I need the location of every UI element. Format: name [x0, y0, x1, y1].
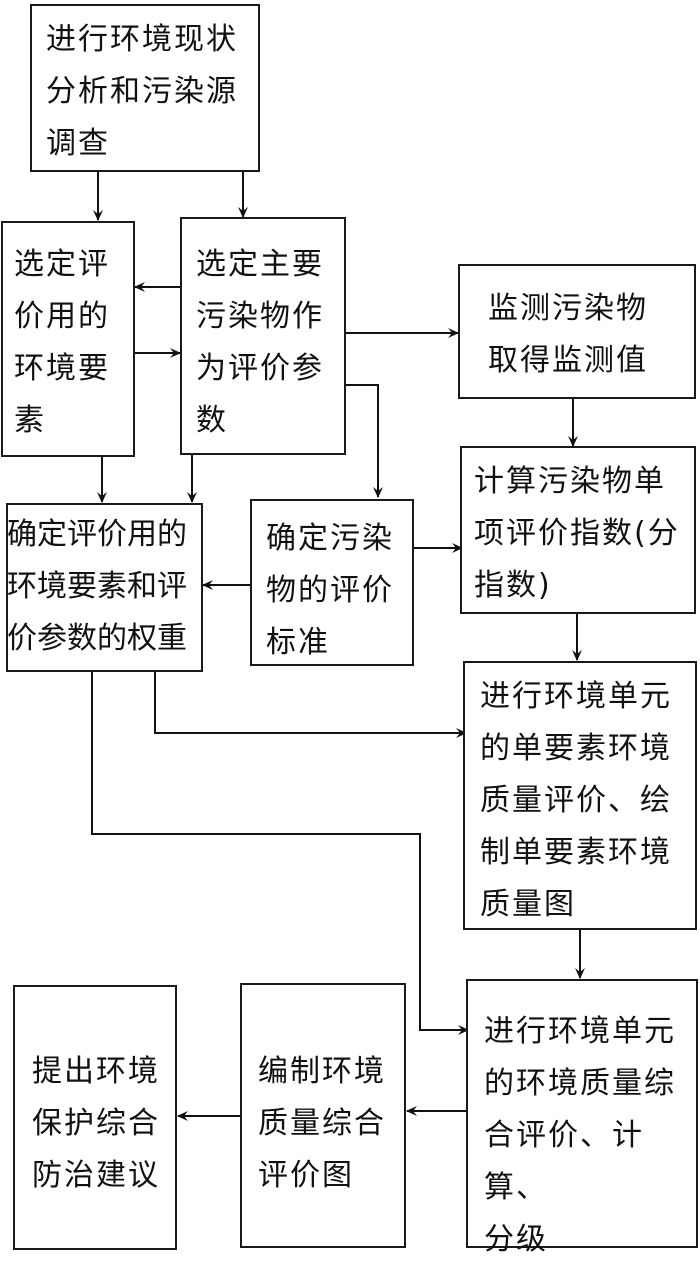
- node-determine-standards-label: 确定污染 物的评价 标准: [266, 521, 394, 660]
- node-propose-measures: [13, 985, 177, 1250]
- node-propose-measures-label: 提出环境 保护综合 防治建议: [32, 1054, 160, 1193]
- node-calc-index: [460, 446, 696, 614]
- node-comprehensive-eval-label: 进行环境单元 的环境质量综 合评价、计算、 分级: [484, 1014, 676, 1257]
- edge-n3-n7: [346, 384, 383, 498]
- node-monitor-pollutants: [458, 264, 696, 399]
- node-select-elements-label: 选定评 价用的 环境要 素: [14, 247, 110, 438]
- node-single-element-eval: [463, 661, 697, 930]
- node-select-elements: [1, 221, 135, 457]
- node-calc-index-label: 计算污染物单 项评价指数(分 指数): [474, 464, 680, 603]
- node-determine-standards: [250, 499, 414, 666]
- node-determine-weights-label: 确定评价用的 环境要素和评 价参数的权重: [7, 517, 187, 656]
- node-monitor-pollutants-label: 监测污染物 取得监测值: [488, 291, 648, 378]
- node-single-element-eval-label: 进行环境单元 的单要素环境 质量评价、绘 制单要素环境 质量图: [480, 679, 672, 922]
- node-environment-survey-label: 进行环境现状 分析和污染源 调查: [46, 22, 238, 161]
- node-select-parameters-label: 选定主要 污染物作 为评价参 数: [196, 247, 324, 438]
- node-compile-map: [240, 983, 406, 1248]
- node-determine-weights: [6, 503, 203, 672]
- edge-n6-n8: [154, 671, 467, 738]
- node-select-parameters: [180, 217, 346, 455]
- edge-n6-n9: [91, 671, 469, 1035]
- node-comprehensive-eval: [466, 979, 698, 1248]
- node-compile-map-label: 编制环境 质量综合 评价图: [258, 1054, 386, 1193]
- node-environment-survey: [30, 4, 260, 172]
